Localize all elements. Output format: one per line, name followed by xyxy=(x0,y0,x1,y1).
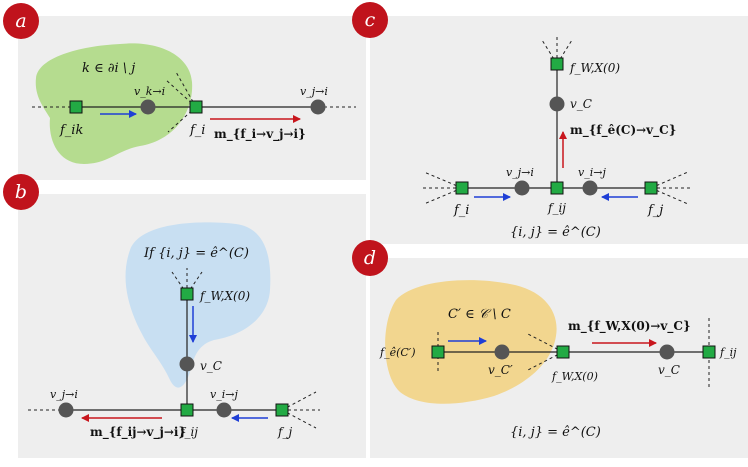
panel-c-label-f-i: f_i xyxy=(453,203,469,218)
panel-b-label-f-j: f_j xyxy=(277,425,292,439)
panel-d-label-v-c: v_C xyxy=(658,363,680,377)
panel-d-label-f-ij: f_ij xyxy=(719,346,737,359)
panel-a-variable-v-k-i xyxy=(140,99,156,115)
panel-c-factor-f-i xyxy=(455,181,469,195)
panel-a-label-v-j-i: v_j→i xyxy=(300,85,328,98)
panel-c-caption: {i, j} = ê^(C) xyxy=(510,225,601,240)
panel-b-message-label: m_{f_ij→v_j→i} xyxy=(90,425,186,440)
panel-badges: a b c d xyxy=(3,2,388,276)
panel-a-neighborhood-region xyxy=(35,43,193,165)
panel-b-label-f-wx: f_W,X(0) xyxy=(199,289,250,303)
badge-d-label: d xyxy=(364,247,376,269)
panel-b-variable-v-j-i xyxy=(58,402,74,418)
panel-a-region-label: k ∈ ∂i \ j xyxy=(82,61,135,76)
panel-b-dashed-spoke-1 xyxy=(171,271,188,295)
panel-b-condition-label: If {i, j} = ê^(C) xyxy=(143,246,249,261)
panel-b-condition-region xyxy=(125,222,271,388)
panel-d-factor-f-e-cprime xyxy=(431,345,445,359)
panel-d-label-f-wx: f_W,X(0) xyxy=(551,370,598,383)
badge-b xyxy=(3,174,39,210)
panel-d-factor-f-wx xyxy=(556,345,570,359)
panel-a-label-f-i: f_i xyxy=(189,123,205,138)
panel-b-factor-f-j xyxy=(275,403,289,417)
panel-d-variable-v-cprime xyxy=(494,344,510,360)
badge-a xyxy=(3,3,39,39)
panel-b-variable-v-c xyxy=(179,356,195,372)
panel-d-region xyxy=(385,280,557,404)
panel-c-label-f-j: f_j xyxy=(647,203,663,218)
panel-b-factor-f-ij xyxy=(180,403,194,417)
panel-d-variable-v-c xyxy=(659,344,675,360)
panel-a-factor-f-ik xyxy=(69,100,83,114)
panel-a-factor-f-i xyxy=(189,100,203,114)
panel-b-label-v-j-i: v_j→i xyxy=(50,388,78,401)
panel-c-dashed-spoke-3 xyxy=(556,39,573,65)
panel-a-variable-v-j-i xyxy=(310,99,326,115)
panel-c-label-f-wx: f_W,X(0) xyxy=(569,61,620,75)
panel-c-label-v-j-i: v_j→i xyxy=(506,166,534,179)
panel-a-label-f-ik: f_ik xyxy=(59,123,83,138)
panel-b-variable-v-i-j xyxy=(216,402,232,418)
panel-c-factor-f-j xyxy=(644,181,658,195)
panel-b: If {i, j} = ê^(C) f_W,X(0) v_C v_j→i f_i… xyxy=(18,194,366,458)
panel-c: f_W,X(0) v_C m_{f_ê(C)→v_C} v_j→i v_i→j … xyxy=(370,16,748,244)
panel-b-label-f-ij: f_ij xyxy=(179,425,198,439)
panel-a: k ∈ ∂i \ j f_ik v_k→i f_i v_j→i m_{f_i→v… xyxy=(18,16,366,180)
panel-d: C′ ∈ 𝒞 \ C f_ê(C′) v_C′ f_W,X(0) m_{f_W,… xyxy=(370,258,748,458)
badge-b-label: b xyxy=(15,181,27,203)
panel-d-message-label: m_{f_W,X(0)→v_C} xyxy=(568,319,691,334)
panel-c-factor-f-ij xyxy=(550,181,564,195)
badge-c xyxy=(352,2,388,38)
panel-b-label-v-c: v_C xyxy=(200,359,222,373)
panel-b-factor-f-wx xyxy=(180,287,194,301)
panel-d-region-label: C′ ∈ 𝒞 \ C xyxy=(448,307,511,322)
panel-c-label-v-c: v_C xyxy=(570,97,592,111)
panel-c-label-f-ij: f_ij xyxy=(547,201,566,215)
panel-d-factor-f-ij xyxy=(702,345,716,359)
panel-c-variable-v-c xyxy=(549,96,565,112)
panel-a-label-v-k-i: v_k→i xyxy=(134,85,165,98)
panel-c-label-v-i-j: v_i→j xyxy=(578,166,606,179)
panel-b-label-v-i-j: v_i→j xyxy=(210,388,238,401)
panel-d-label-v-cprime: v_C′ xyxy=(488,363,513,377)
panel-c-message-label: m_{f_ê(C)→v_C} xyxy=(570,123,676,138)
badge-c-label: c xyxy=(365,9,376,31)
badge-d xyxy=(352,240,388,276)
panel-c-dashed-spoke-1 xyxy=(541,39,558,65)
panel-b-dashed-spoke-3 xyxy=(186,271,203,295)
badge-a-label: a xyxy=(15,10,26,32)
panel-d-label-f-e-cprime: f_ê(C′) xyxy=(379,346,416,359)
panel-c-variable-v-j-i xyxy=(514,180,530,196)
panel-a-message-label: m_{f_i→v_j→i} xyxy=(214,127,306,142)
panel-c-background xyxy=(370,16,748,244)
panel-c-variable-v-i-j xyxy=(582,180,598,196)
panel-c-factor-f-wx xyxy=(550,57,564,71)
panel-d-caption: {i, j} = ê^(C) xyxy=(510,425,601,440)
